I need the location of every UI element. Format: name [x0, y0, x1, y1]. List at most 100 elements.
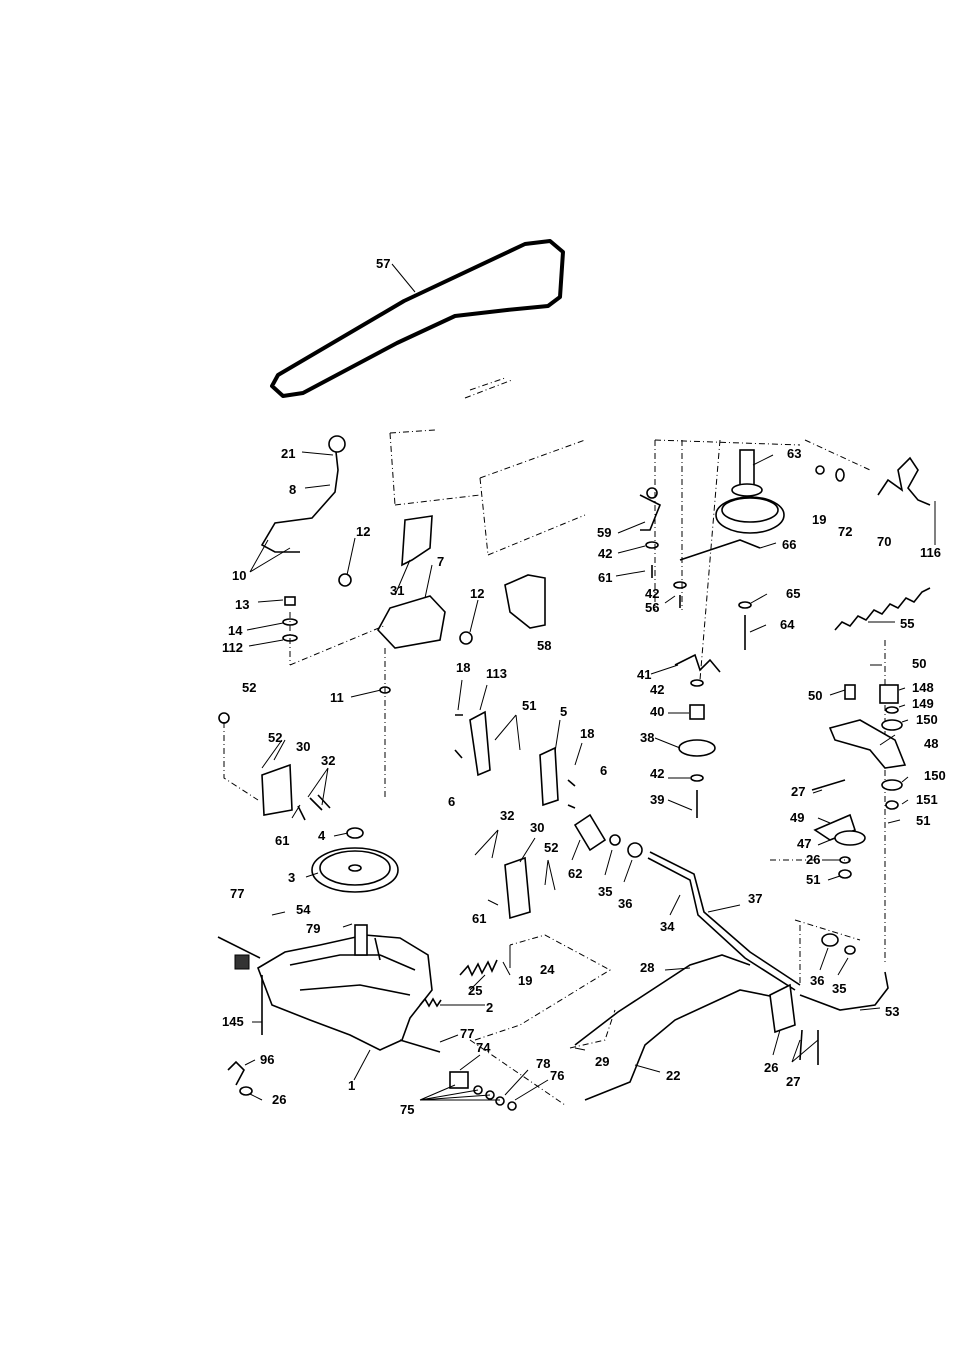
callout-10: 10	[232, 568, 246, 583]
spindle-assembly	[680, 450, 784, 650]
callout-61c: 61	[598, 570, 612, 585]
callout-96: 96	[260, 1052, 274, 1067]
callout-36b: 36	[810, 973, 824, 988]
callout-56: 56	[645, 600, 659, 615]
callout-12b: 12	[470, 586, 484, 601]
callout-52c: 52	[544, 840, 558, 855]
callout-11: 11	[330, 690, 344, 705]
callout-66: 66	[782, 537, 796, 552]
callout-41: 41	[637, 667, 651, 682]
callout-42d: 42	[650, 766, 664, 781]
callout-63: 63	[787, 446, 801, 461]
brake-bracket	[770, 640, 888, 1065]
callout-18a: 18	[456, 660, 470, 675]
bracket-middle	[455, 712, 575, 918]
callout-19a: 19	[518, 973, 532, 988]
callout-24: 24	[540, 962, 555, 977]
callout-61b: 61	[472, 911, 486, 926]
washer-stack	[450, 935, 610, 1110]
callout-25: 25	[468, 983, 482, 998]
callout-1: 1	[348, 1078, 355, 1093]
spring-25	[460, 960, 497, 975]
callout-19b: 19	[812, 512, 826, 527]
callout-113: 113	[486, 666, 507, 681]
callout-18b: 18	[580, 726, 594, 741]
callout-38: 38	[640, 730, 654, 745]
callout-42a: 42	[598, 546, 612, 561]
callout-7: 7	[437, 554, 444, 569]
callout-149: 149	[912, 696, 934, 711]
callout-74: 74	[476, 1040, 491, 1055]
callout-77b: 77	[460, 1026, 474, 1041]
callout-12a: 12	[356, 524, 370, 539]
callout-26b: 26	[764, 1060, 778, 1075]
callout-37: 37	[748, 891, 762, 906]
callout-50a: 50	[912, 656, 926, 671]
callout-54: 54	[296, 902, 311, 917]
callout-57: 57	[376, 256, 390, 271]
shift-lever	[250, 436, 345, 572]
callout-21: 21	[281, 446, 295, 461]
callout-150a: 150	[916, 712, 938, 727]
callout-36a: 36	[618, 896, 632, 911]
callout-55: 55	[900, 616, 914, 631]
callout-40: 40	[650, 704, 664, 719]
callout-116: 116	[920, 545, 941, 560]
callout-42b: 42	[645, 586, 659, 601]
callout-35a: 35	[598, 884, 612, 899]
spring-55	[835, 588, 930, 630]
callout-5: 5	[560, 704, 567, 719]
callout-77a: 77	[230, 886, 244, 901]
callout-32a: 32	[321, 753, 335, 768]
callout-64: 64	[780, 617, 795, 632]
callout-51b: 51	[916, 813, 930, 828]
callout-145: 145	[222, 1014, 244, 1029]
callout-8: 8	[289, 482, 296, 497]
callout-6b: 6	[600, 763, 607, 778]
callout-78: 78	[536, 1056, 550, 1071]
callout-42c: 42	[650, 682, 664, 697]
callout-31: 31	[390, 583, 404, 598]
clutch-rod	[575, 815, 800, 990]
callout-35b: 35	[832, 981, 846, 996]
callout-4: 4	[318, 828, 326, 843]
callout-22: 22	[666, 1068, 680, 1083]
callout-29: 29	[595, 1054, 609, 1069]
pin-96	[228, 1062, 244, 1085]
callout-151: 151	[916, 792, 938, 807]
callout-50b: 50	[808, 688, 822, 703]
callout-30b: 30	[530, 820, 544, 835]
wire-70	[878, 458, 930, 505]
callout-72: 72	[838, 524, 852, 539]
callout-52a: 52	[242, 680, 256, 695]
callout-65: 65	[786, 586, 800, 601]
callout-48: 48	[924, 736, 938, 751]
callout-34: 34	[660, 919, 675, 934]
callout-27a: 27	[786, 1074, 800, 1089]
hardware-left	[219, 597, 390, 800]
callout-79: 79	[306, 921, 320, 936]
callout-59: 59	[597, 525, 611, 540]
callout-6a: 6	[448, 794, 455, 809]
callout-53: 53	[885, 1004, 899, 1019]
callout-30a: 30	[296, 739, 310, 754]
idler-pulley	[675, 655, 720, 818]
callout-27b: 27	[791, 784, 805, 799]
callout-150b: 150	[924, 768, 946, 783]
callout-49: 49	[790, 810, 804, 825]
callout-2: 2	[486, 1000, 493, 1015]
callout-70: 70	[877, 534, 891, 549]
callout-47: 47	[797, 836, 811, 851]
callout-26a: 26	[272, 1092, 286, 1107]
callout-58: 58	[537, 638, 551, 653]
callout-28: 28	[640, 960, 654, 975]
callout-26c: 26	[806, 852, 820, 867]
callout-112: 112	[222, 640, 243, 655]
callout-148: 148	[912, 680, 934, 695]
transaxle	[218, 925, 440, 1052]
callout-39: 39	[650, 792, 664, 807]
callout-62: 62	[568, 866, 582, 881]
callout-61a: 61	[275, 833, 289, 848]
callout-52b: 52	[268, 730, 282, 745]
